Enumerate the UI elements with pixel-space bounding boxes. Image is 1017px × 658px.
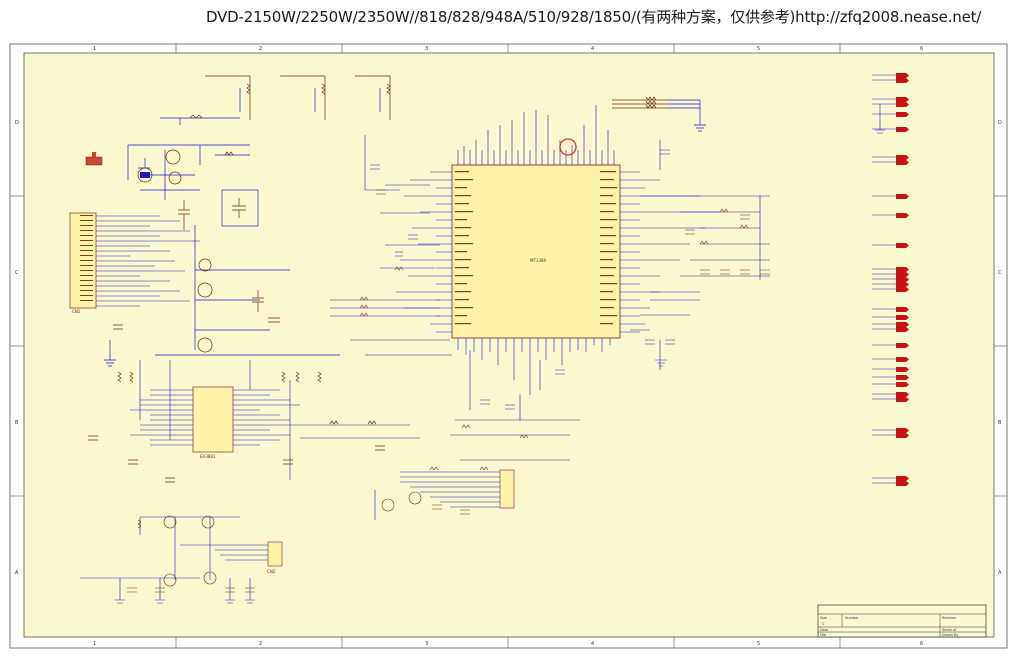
right-port-labels [896, 73, 909, 486]
border-top-4: 4 [591, 46, 594, 52]
title-block-date-label: Date [820, 628, 828, 632]
main-ic-right-pins [620, 171, 720, 333]
sub-ic-label: EA3881 [200, 454, 216, 459]
border-left-d: D [15, 120, 19, 126]
left-connector-ticks [80, 215, 93, 301]
upper-left-circuit [127, 114, 250, 200]
title-block-size-label: Size [820, 616, 827, 620]
sub-ic: EA3881 [192, 386, 234, 459]
title-block-sheet-label: Sheet of [942, 628, 957, 632]
sheet-paper [23, 52, 995, 638]
border-left-c: C [15, 270, 19, 276]
main-ic-top-pins [457, 105, 615, 165]
border-bottom-6: 6 [920, 641, 923, 647]
main-ic-left-pins [396, 171, 452, 333]
left-connector: CN1 [69, 212, 97, 314]
main-ic-pin-names [455, 171, 617, 325]
border-bottom-4: 4 [591, 641, 594, 647]
lower-center-connector [499, 469, 515, 509]
title-block-number-label: Number [845, 616, 859, 620]
center-left-components [330, 135, 452, 356]
jumper-icon [85, 152, 103, 166]
border-bottom-3: 3 [425, 641, 428, 647]
border-top-2: 2 [259, 46, 262, 52]
right-port-wires [872, 74, 896, 484]
border-right-a: A [998, 570, 1002, 576]
mid-capacitor [178, 200, 190, 230]
page-title: DVD-2150W/2250W/2350W//818/828/948A/510/… [206, 8, 982, 26]
title-block [817, 604, 987, 638]
border-top-1: 1 [93, 46, 96, 52]
bottom-connector: CN2 [267, 541, 283, 574]
border-zone-ticks [10, 44, 1007, 648]
top-left-resistors [205, 75, 391, 120]
sub-ic-left-resistors [88, 371, 385, 483]
highlight-circle [559, 138, 577, 156]
bottom-connector-label: CN2 [267, 569, 276, 574]
title-block-file-label: File [820, 633, 826, 637]
title-block-revision-label: Revision [942, 616, 956, 620]
border-bottom-1: 1 [93, 641, 96, 647]
border-bottom-2: 2 [259, 641, 262, 647]
border-right-b: B [998, 420, 1002, 426]
title-block-size-value: C [822, 622, 825, 626]
title-block-drawn-label: Drawn By [942, 633, 958, 637]
mid-left-transistors [104, 225, 340, 367]
border-right-c: C [998, 270, 1002, 276]
main-ic: MT1389 [451, 164, 621, 339]
border-top-5: 5 [757, 46, 760, 52]
main-ic-bottom-pins [457, 338, 611, 395]
capacitor-box [221, 189, 259, 227]
capacitor-symbol [232, 198, 246, 218]
right-passive-network [630, 140, 770, 370]
border-left-b: B [15, 420, 19, 426]
lower-center-circuit [374, 350, 580, 520]
border-left-a: A [15, 570, 19, 576]
left-connector-label: CN1 [72, 309, 81, 314]
border-right-d: D [998, 120, 1002, 126]
main-ic-label: MT1389 [530, 258, 547, 263]
border-top-3: 3 [425, 46, 428, 52]
bottom-left-circuit [80, 515, 268, 604]
border-bottom-5: 5 [757, 641, 760, 647]
sub-ic-wires [130, 360, 420, 480]
top-resistor-bank [612, 96, 706, 132]
border-top-6: 6 [920, 46, 923, 52]
left-connector-wires [96, 215, 200, 307]
